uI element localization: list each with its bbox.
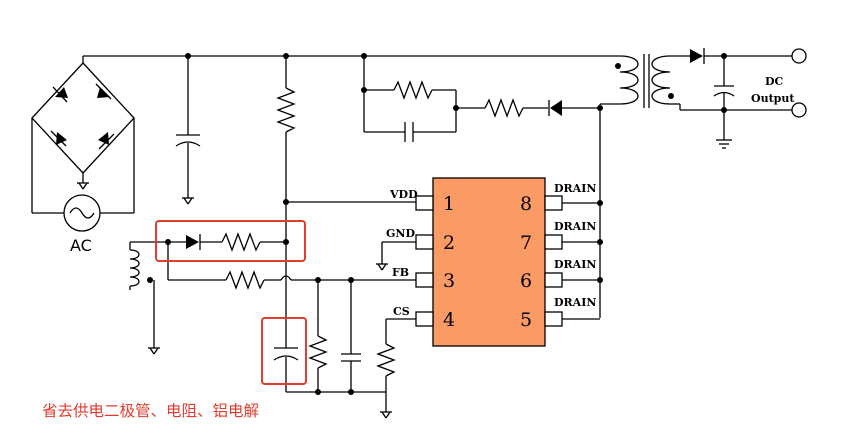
ground-bus bbox=[286, 389, 386, 395]
drain-label-6: DRAIN bbox=[554, 258, 596, 271]
pin-1-number: 1 bbox=[443, 193, 455, 215]
pin-5-number: 5 bbox=[520, 309, 532, 331]
aux-winding bbox=[129, 202, 289, 355]
bridge-rectifier bbox=[31, 55, 600, 214]
pin-4-number: 4 bbox=[443, 309, 455, 331]
pin-2-number: 2 bbox=[443, 232, 455, 254]
gnd-label: GND bbox=[386, 227, 415, 240]
annotation-text: 省去供电二极管、电阻、铝电解 bbox=[42, 402, 259, 420]
fb-label: FB bbox=[392, 266, 409, 279]
drain-label-8: DRAIN bbox=[554, 182, 596, 195]
cs-wiring bbox=[376, 318, 416, 419]
ic-body bbox=[432, 177, 546, 347]
bulk-capacitor bbox=[175, 53, 201, 205]
highlight-supply-diode-resistor bbox=[155, 220, 306, 262]
bridge-diode-2 bbox=[95, 83, 112, 100]
cs-label: CS bbox=[393, 305, 410, 318]
output-label: Output bbox=[751, 92, 795, 105]
output-stage: DC Output bbox=[670, 48, 807, 149]
drain-label-5: DRAIN bbox=[554, 296, 596, 309]
ac-label: AC bbox=[70, 236, 92, 255]
controller-ic: 1 2 3 4 8 7 6 5 VDD GND FB CS DRAIN DRAI… bbox=[386, 177, 596, 347]
pin-3-number: 3 bbox=[443, 270, 455, 292]
highlight-boxes bbox=[155, 220, 307, 385]
removed-vdd-capacitor bbox=[273, 242, 299, 392]
gnd-pin-wiring bbox=[376, 241, 416, 271]
drain-label-7: DRAIN bbox=[554, 220, 596, 233]
highlight-vdd-capacitor bbox=[261, 317, 307, 385]
rcd-snubber bbox=[361, 53, 603, 142]
pin-7-number: 7 bbox=[520, 232, 532, 254]
fb-wiring bbox=[168, 270, 416, 392]
pin-8-number: 8 bbox=[520, 193, 532, 215]
vdd-label: VDD bbox=[389, 188, 418, 201]
bridge-diode-3 bbox=[50, 130, 67, 147]
ac-source: AC bbox=[63, 194, 101, 255]
transformer bbox=[599, 54, 674, 318]
dc-label: DC bbox=[765, 75, 784, 88]
bridge-diode-4 bbox=[98, 132, 115, 150]
pin-6-number: 6 bbox=[520, 270, 532, 292]
bridge-diode-1 bbox=[52, 86, 68, 103]
drain-wiring bbox=[562, 200, 603, 320]
startup-resistor bbox=[276, 53, 416, 205]
